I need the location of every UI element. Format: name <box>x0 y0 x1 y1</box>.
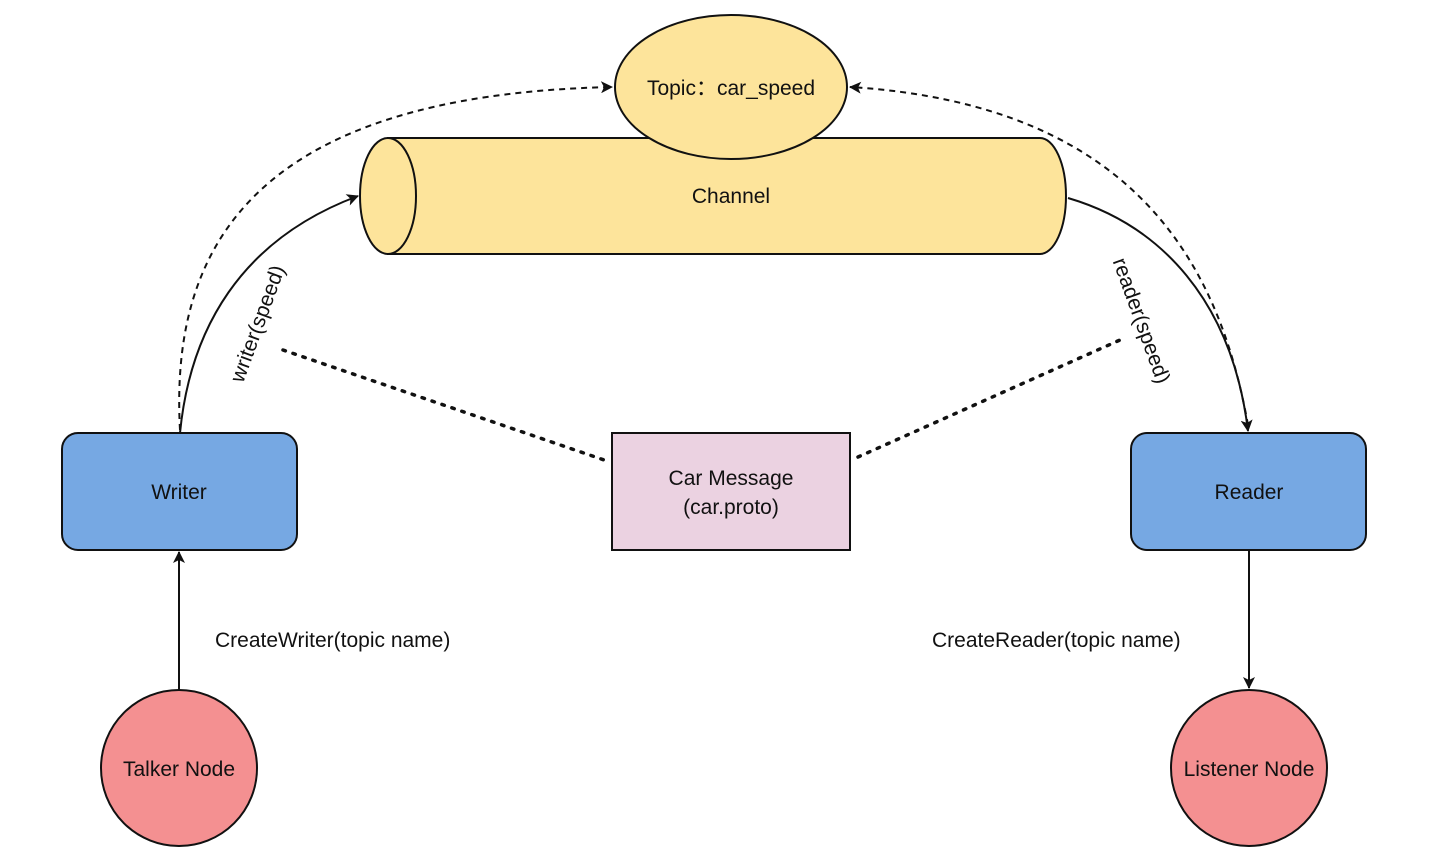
writer-node <box>61 432 298 551</box>
writer-to-topic-edge <box>178 81 613 431</box>
reader-speed-label: reader(speed) <box>1108 255 1175 387</box>
create-reader-label: CreateReader(topic name) <box>932 629 1181 652</box>
topic-node <box>614 14 848 160</box>
create-writer-label: CreateWriter(topic name) <box>215 629 450 652</box>
message-assoc-right <box>856 338 1122 459</box>
listener-node <box>1170 689 1328 847</box>
talker-label: Talker Node <box>123 758 235 781</box>
message-label-line1: Car Message <box>669 467 794 490</box>
writer-to-channel-edge <box>179 194 359 434</box>
channel-cylinder <box>359 137 1067 255</box>
message-assoc-left <box>281 348 612 464</box>
listener-label: Listener Node <box>1184 758 1315 781</box>
channel-body <box>387 137 1067 255</box>
writer-label: Writer <box>151 481 207 504</box>
writer-speed-label: writer(speed) <box>226 262 290 386</box>
message-label-line2: (car.proto) <box>683 496 779 519</box>
topic-label: Topic：car_speed <box>647 77 815 100</box>
channel-to-reader-edge <box>1067 197 1253 432</box>
channel-end-cap <box>359 137 417 255</box>
channel-label: Channel <box>692 185 770 208</box>
message-node <box>611 432 851 551</box>
reader-label: Reader <box>1215 481 1284 504</box>
reader-to-topic-edge <box>849 81 1249 426</box>
